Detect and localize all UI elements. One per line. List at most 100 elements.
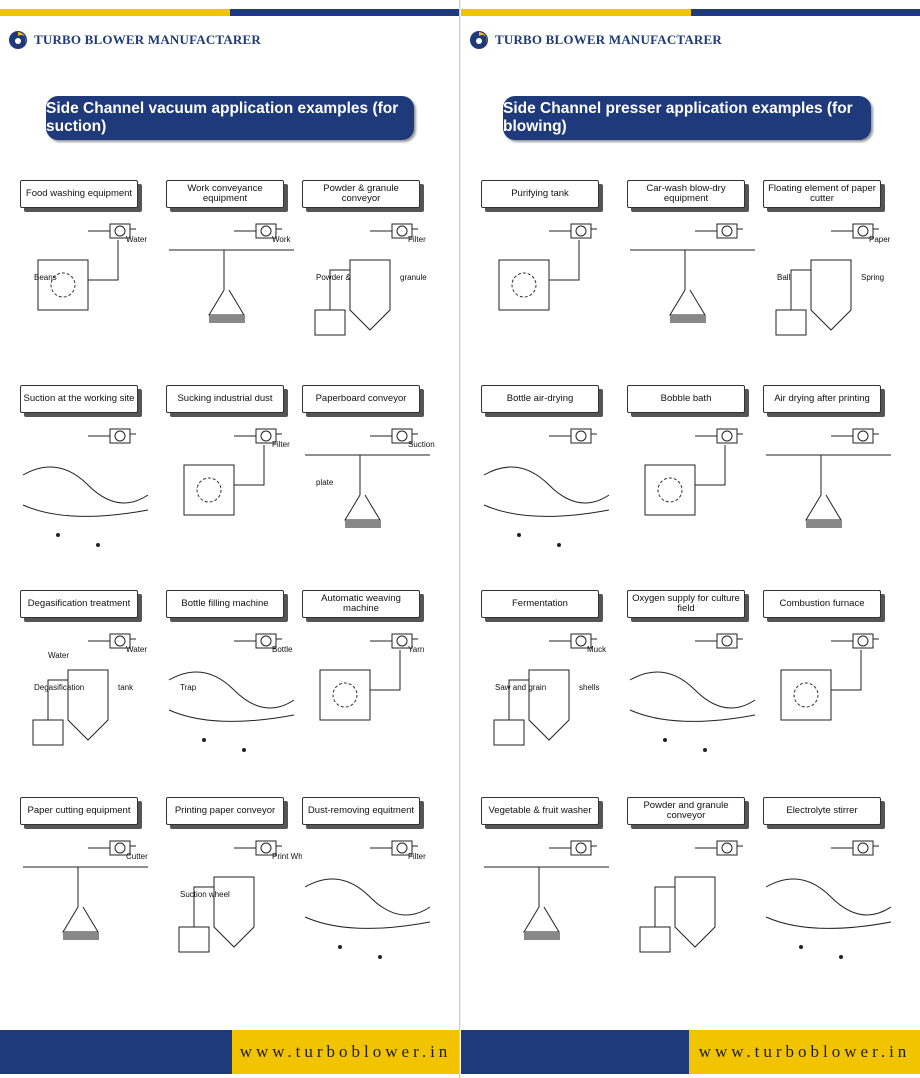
footer-bar: www.turboblower.in	[0, 1030, 459, 1074]
callout-label: Suction	[408, 440, 435, 449]
example-label: Oxygen supply for culture field	[627, 590, 745, 618]
example-illustration	[625, 630, 763, 780]
example-card: Oxygen supply for culture field	[625, 590, 763, 790]
example-card: Electrolyte stirrer	[761, 797, 899, 997]
example-illustration	[479, 837, 617, 987]
page-title: Side Channel vacuum application examples…	[46, 96, 414, 140]
example-illustration: Filter	[300, 837, 438, 987]
footer-url[interactable]: www.turboblower.in	[232, 1030, 459, 1074]
swirl-logo-icon	[470, 31, 488, 49]
callout-label: plate	[316, 478, 334, 487]
callout-label: Suction wheel	[180, 890, 230, 899]
example-card: Bottle air-drying	[479, 385, 617, 585]
example-label: Automatic weaving machine	[302, 590, 420, 618]
example-label: Fermentation	[481, 590, 599, 618]
example-illustration: Work	[164, 220, 302, 370]
example-illustration: Cutter	[18, 837, 156, 987]
top-accent-bar	[0, 9, 459, 16]
callout-label: Beans	[34, 273, 57, 282]
callout-label: Cutter	[126, 852, 148, 861]
callout-label: Filter	[408, 235, 426, 244]
brand-header: TURBO BLOWER MANUFACTARER	[469, 30, 722, 50]
callout-label: granule	[400, 273, 427, 282]
example-illustration	[625, 220, 763, 370]
example-illustration	[625, 837, 763, 987]
example-label: Suction at the working site	[20, 385, 138, 413]
callout-label: shells	[579, 683, 599, 692]
callout-label: Muck	[587, 645, 607, 654]
callout-label: Bottle	[272, 645, 293, 654]
example-label: Bottle filling machine	[166, 590, 284, 618]
example-label: Degasification treatment	[20, 590, 138, 618]
callout-label: Spring	[861, 273, 884, 282]
callout-label: Trap	[180, 683, 197, 692]
example-card: Air drying after printing	[761, 385, 899, 585]
callout-label: Water	[48, 651, 69, 660]
example-illustration: Filter	[164, 425, 302, 575]
example-card: Car-wash blow-dry equipment	[625, 180, 763, 380]
example-illustration	[479, 425, 617, 575]
example-label: Bobble bath	[627, 385, 745, 413]
example-label: Car-wash blow-dry equipment	[627, 180, 745, 208]
example-card: Suction at the working site	[18, 385, 156, 585]
example-label: Work conveyance equipment	[166, 180, 284, 208]
page-title: Side Channel presser application example…	[503, 96, 871, 140]
example-card: Powder and granule conveyor	[625, 797, 763, 997]
example-illustration	[479, 220, 617, 370]
example-card: Bobble bath	[625, 385, 763, 585]
right-page: TURBO BLOWER MANUFACTARER Side Channel p…	[461, 0, 920, 1078]
left-page: TURBO BLOWER MANUFACTARER Side Channel v…	[0, 0, 460, 1078]
footer-url[interactable]: www.turboblower.in	[689, 1030, 920, 1074]
callout-label: Filter	[272, 440, 290, 449]
callout-label: Work	[272, 235, 292, 244]
example-illustration: Yarn	[300, 630, 438, 780]
example-label: Combustion furnace	[763, 590, 881, 618]
example-label: Electrolyte stirrer	[763, 797, 881, 825]
example-illustration	[761, 425, 899, 575]
example-illustration	[761, 630, 899, 780]
example-card: Combustion furnace	[761, 590, 899, 790]
callout-label: Water	[126, 235, 147, 244]
example-label: Purifying tank	[481, 180, 599, 208]
brand-name: TURBO BLOWER MANUFACTARER	[495, 32, 722, 47]
swirl-logo-icon	[9, 31, 27, 49]
example-card: Vegetable & fruit washer	[479, 797, 617, 997]
callout-label: tank	[118, 683, 134, 692]
example-label: Bottle air-drying	[481, 385, 599, 413]
callout-label: Filter	[408, 852, 426, 861]
callout-label: Degasification	[34, 683, 84, 692]
example-label: Sucking industrial dust	[166, 385, 284, 413]
example-label: Dust-removing equitment	[302, 797, 420, 825]
example-illustration	[625, 425, 763, 575]
callout-label: Ball	[777, 273, 791, 282]
example-illustration	[18, 425, 156, 575]
callout-label: Powder &	[316, 273, 351, 282]
example-label: Paper cutting equipment	[20, 797, 138, 825]
callout-label: Yarn	[408, 645, 424, 654]
footer-bar: www.turboblower.in	[461, 1030, 920, 1074]
top-accent-bar	[461, 9, 920, 16]
callout-label: Water	[126, 645, 147, 654]
example-illustration: Suction plate	[300, 425, 438, 575]
example-label: Air drying after printing	[763, 385, 881, 413]
example-card: Purifying tank	[479, 180, 617, 380]
